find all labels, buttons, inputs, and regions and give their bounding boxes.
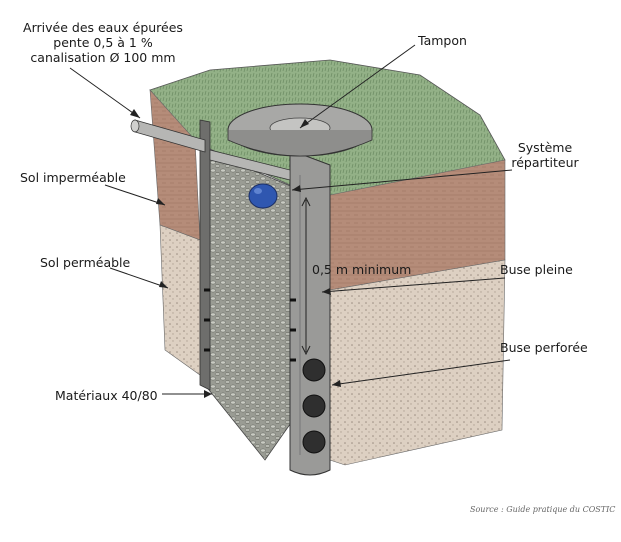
- label-distributor: Système répartiteur: [495, 140, 595, 170]
- label-solid-pipe: Buse pleine: [500, 262, 573, 277]
- right-face-permeable-soil: [330, 260, 505, 465]
- label-inlet-line1: Arrivée des eaux épurées: [18, 20, 188, 35]
- label-inlet: Arrivée des eaux épurées pente 0,5 à 1 %…: [18, 20, 188, 65]
- concrete-pipe: [290, 150, 330, 475]
- label-permeable-soil: Sol perméable: [40, 255, 130, 270]
- perforation: [303, 359, 325, 381]
- label-gravel: Matériaux 40/80: [55, 388, 158, 403]
- distributor-ball: [249, 184, 277, 208]
- perforation: [303, 431, 325, 453]
- label-inlet-line2: pente 0,5 à 1 %: [18, 35, 188, 50]
- source-credit: Source : Guide pratique du COSTIC: [470, 505, 615, 514]
- label-distributor-line1: Système: [495, 140, 595, 155]
- perforation: [303, 395, 325, 417]
- label-impermeable-soil: Sol imperméable: [20, 170, 126, 185]
- label-inlet-line3: canalisation Ø 100 mm: [18, 50, 188, 65]
- left-face-permeable-soil: [160, 225, 200, 375]
- label-depth-minimum: 0,5 m minimum: [312, 262, 411, 277]
- label-tampon: Tampon: [418, 33, 467, 48]
- label-distributor-line2: répartiteur: [495, 155, 595, 170]
- label-perforated-pipe: Buse perforée: [500, 340, 588, 355]
